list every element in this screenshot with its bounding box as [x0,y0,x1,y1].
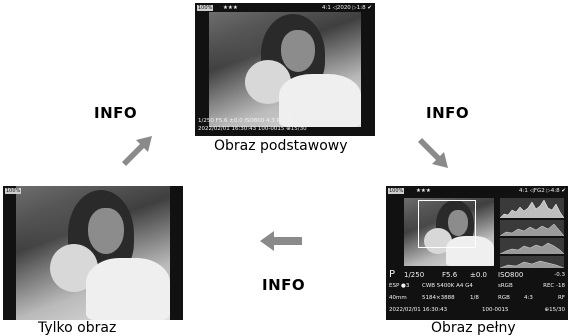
date-time: 2022/02/01 16:30:43 [389,307,448,313]
arrow-left-icon [260,231,302,251]
thumbnail-photo [404,198,494,266]
rating-stars: ★★★ [416,188,431,194]
exposure-row: 1/250 F5.6 ±0.0 ISO800 4:3 RAW [198,117,290,124]
histogram-blue [500,256,564,268]
file-format: RGB [498,295,510,301]
histogram-red [500,220,564,236]
info-label-bottom: INFO [262,276,306,294]
histogram-luminance [500,198,564,218]
focal-length: 40mm [389,295,407,301]
file-number: 100-0015 [482,307,509,313]
iso-value: ISO800 [498,271,524,279]
caption-image-only: Tylko obraz [38,320,117,336]
compression: 1/8 [470,295,479,301]
photo-image-only [16,186,170,320]
info-label-right: INFO [426,104,470,122]
screen-full: 100% ★★★ 4:1 ◁FG2 ▷4:8 ✔ P 1/250 F5.6 ±0… [386,186,568,320]
mode-badge: 100% [197,5,214,11]
exposure-comp: ±0.0 [470,271,487,279]
rf-indicator: RF [558,295,565,301]
arrow-down-right-icon [418,138,448,168]
screen-image-only: 100% [3,186,183,320]
photo-basic [209,12,361,127]
frame-count: ⊕15/30 [544,307,565,313]
screen-basic: 100% ★★★ 4:1 ◁2020 ▷1:8 ✔ 1/250 F5.6 ±0.… [195,3,375,136]
date-row: 2022/02/01 16:30:43 100-0015 ⊕15/30 [198,125,307,132]
rating-stars: ★★★ [223,5,238,11]
ev-right: -0.3 [554,272,565,278]
white-balance: CWB 5400K A4 G4 [422,283,473,289]
metering: ESP ●3 [389,283,410,289]
af-frame [418,200,476,248]
mode-badge: 100% [388,188,405,194]
caption-basic: Obraz podstawowy [214,138,348,154]
aperture: F5.6 [442,271,458,279]
image-size: 5184×3888 [422,295,455,301]
shutter-speed: 1/250 [404,271,425,279]
aspect-ratio: 4:3 [524,295,533,301]
arrow-up-right-icon [122,136,152,166]
mode-badge: 100% [5,188,22,194]
info-label-left: INFO [94,104,138,122]
shooting-mode: P [389,269,396,280]
rec-level: REC -18 [543,283,565,289]
color-space: sRGB [498,283,513,289]
caption-full: Obraz pełny [431,320,516,336]
status-icons: 4:1 ◁FG2 ▷4:8 ✔ [519,188,566,194]
histogram-green [500,238,564,254]
status-icons: 4:1 ◁2020 ▷1:8 ✔ [321,5,372,11]
